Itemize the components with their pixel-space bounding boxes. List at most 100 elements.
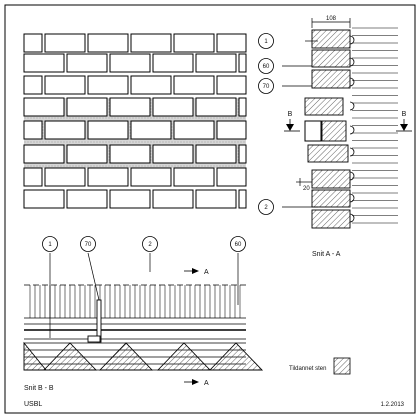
brick — [238, 144, 247, 164]
brick — [23, 75, 43, 95]
brick — [23, 97, 65, 117]
cut-marker-b-left-label: B — [288, 111, 293, 118]
brick — [130, 120, 172, 140]
section-brick — [311, 169, 351, 189]
cut-marker-a-top-label: A — [204, 269, 209, 276]
cut-stone-outline — [304, 120, 322, 142]
legend-hatch-swatch — [333, 357, 351, 375]
brick — [152, 53, 194, 73]
cut-stone-triangle — [42, 342, 98, 371]
brick — [44, 167, 86, 187]
brick — [173, 75, 215, 95]
section-brick — [311, 189, 351, 208]
section-brick — [311, 69, 351, 89]
brick-elevation — [23, 33, 247, 209]
brick — [23, 189, 65, 209]
brick — [152, 144, 194, 164]
callout-label: 2 — [264, 205, 268, 211]
brick — [195, 53, 237, 73]
callout-bubble — [258, 33, 274, 49]
callout-bubble — [258, 58, 274, 74]
callout-bubble — [258, 78, 274, 94]
brick — [173, 167, 215, 187]
section-brick — [304, 97, 344, 116]
brick — [216, 33, 247, 53]
cut-stone-triangle — [98, 342, 154, 371]
brick — [216, 75, 247, 95]
brick — [130, 167, 172, 187]
brick — [66, 53, 108, 73]
brick — [109, 53, 151, 73]
cut-marker-b-right: B — [396, 111, 412, 132]
callout-label: 1 — [48, 242, 52, 248]
brick — [87, 167, 129, 187]
brick — [44, 75, 86, 95]
cut-marker-b-right-label: B — [402, 111, 407, 118]
section-brick — [311, 209, 351, 229]
brick — [109, 144, 151, 164]
brick — [238, 97, 247, 117]
cut-marker-b-left: B — [284, 111, 300, 132]
callouts: 1 60 70 2 1 70 2 60 — [42, 33, 318, 338]
brick — [87, 120, 129, 140]
brick — [87, 75, 129, 95]
brick — [152, 97, 194, 117]
dimension-offset-label: 20 — [303, 186, 310, 192]
dimension-width-label: 108 — [326, 16, 337, 22]
callout-label: 2 — [148, 242, 152, 248]
cut-stone-triangle — [208, 342, 264, 371]
callout-label: 70 — [263, 84, 270, 90]
brick — [152, 189, 194, 209]
brick — [216, 120, 247, 140]
brick — [195, 97, 237, 117]
brick — [109, 97, 151, 117]
company-label: USBL — [24, 401, 42, 408]
section-a-a: 108 20 — [296, 16, 398, 229]
brick — [130, 33, 172, 53]
cut-marker-a-bottom: A — [184, 379, 209, 387]
callout-bubble — [258, 199, 274, 215]
cut-marker-a-bottom-label: A — [204, 380, 209, 387]
legend-label: Tildannet sten — [289, 366, 326, 372]
brick — [23, 53, 65, 73]
brick — [173, 33, 215, 53]
section-brick — [311, 29, 351, 49]
section-brick — [311, 49, 351, 68]
brick — [87, 33, 129, 53]
callout-bubble — [80, 236, 96, 252]
brick — [23, 120, 43, 140]
section-b-b — [23, 284, 264, 371]
brick — [195, 189, 237, 209]
callout-label: 60 — [235, 242, 242, 248]
brick — [23, 33, 43, 53]
brick — [23, 144, 65, 164]
brick — [130, 75, 172, 95]
callout-bubble — [230, 236, 246, 252]
section-brick — [307, 144, 349, 163]
callout-bubble — [142, 236, 158, 252]
brick — [238, 189, 247, 209]
section-b-b-title: Snit B - B — [24, 385, 54, 392]
callout-label: 70 — [85, 242, 92, 248]
cut-stone — [321, 120, 347, 142]
legend: Tildannet sten — [289, 357, 351, 375]
drawing-frame — [4, 4, 416, 414]
brick — [216, 167, 247, 187]
brick — [173, 120, 215, 140]
brick — [66, 189, 108, 209]
callout-label: 1 — [264, 39, 268, 45]
brick — [44, 33, 86, 53]
cut-stone-triangle — [156, 342, 212, 371]
brick — [109, 189, 151, 209]
section-a-a-title: Snit A - A — [312, 251, 341, 258]
brick — [238, 53, 247, 73]
cut-marker-a-top: A — [184, 268, 209, 276]
callout-label: 60 — [263, 64, 270, 70]
date-label: 1.2.2013 — [381, 402, 405, 408]
cut-stone-triangle — [23, 341, 47, 371]
callout-bubble — [42, 236, 58, 252]
brick — [44, 120, 86, 140]
brick — [66, 97, 108, 117]
brick — [66, 144, 108, 164]
